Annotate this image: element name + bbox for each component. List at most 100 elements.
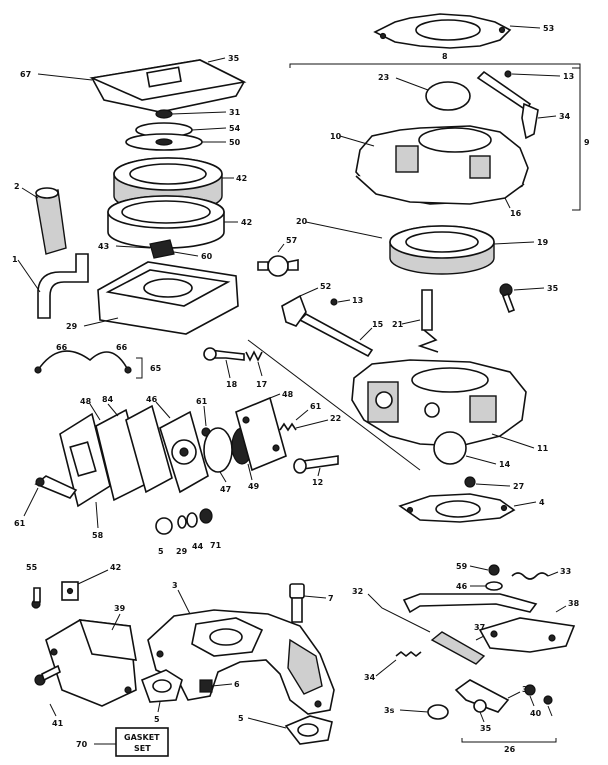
callout-61a: 61 — [196, 397, 208, 406]
spring-17 — [245, 350, 263, 362]
leader-17 — [257, 361, 263, 377]
leader-5c — [247, 717, 287, 729]
main-body-port — [424, 402, 440, 418]
manifold-port — [209, 628, 243, 646]
pump-cover-hole — [272, 444, 280, 452]
pump-gasket-48-window — [69, 441, 97, 477]
spring-61b — [279, 422, 297, 432]
leader-18 — [225, 359, 231, 379]
leader-47 — [219, 471, 227, 483]
callout-29b: 29 — [176, 547, 188, 556]
breather-tube-2 — [35, 189, 67, 255]
callout-12: 12 — [312, 478, 323, 487]
callout-23: 23 — [378, 73, 389, 82]
callout-55: 55 — [26, 563, 38, 572]
gasket-4-hole — [406, 506, 414, 514]
callout-4: 4 — [539, 498, 545, 507]
leader-13a — [511, 73, 561, 77]
leader-6 — [211, 683, 233, 687]
callout-46b: 46 — [456, 582, 468, 591]
pump-body-46-hole — [179, 447, 189, 457]
callout-67: 67 — [20, 70, 31, 79]
callout-2: 2 — [14, 182, 20, 191]
upper-body-boss — [469, 155, 491, 179]
governor-arm — [402, 593, 538, 614]
gasket-53-bolt-hole — [379, 32, 387, 40]
callout-8: 8 — [442, 52, 448, 61]
leader-29a — [83, 317, 119, 327]
gasket-53-bolt-hole — [498, 26, 506, 34]
callout-84: 84 — [102, 395, 114, 404]
callout-13b: 13 — [352, 296, 363, 305]
callout-37: 37 — [474, 623, 485, 632]
choke-lever — [521, 102, 539, 140]
callout-39: 39 — [114, 604, 126, 613]
spring-end — [34, 366, 42, 374]
leader-12 — [317, 467, 321, 477]
callout-42b: 42 — [241, 218, 252, 227]
callout-50: 50 — [229, 138, 241, 147]
callout-34a: 34 — [559, 112, 571, 121]
leader-41 — [49, 703, 57, 717]
leader-43 — [115, 245, 151, 249]
filter-element-42-inner — [129, 163, 207, 185]
manifold-bolt-hole — [314, 700, 322, 708]
callout-5c: 5 — [238, 714, 244, 723]
base-29-center — [143, 278, 193, 298]
mounting-bracket-face — [78, 619, 137, 661]
pump-cover-hole — [242, 416, 250, 424]
leader-35c — [547, 705, 553, 717]
leader-54 — [191, 127, 227, 131]
leader-15 — [359, 327, 373, 341]
leader-58 — [95, 501, 99, 529]
main-body-boss — [469, 395, 497, 423]
check-ball-5 — [155, 517, 173, 535]
callout-14: 14 — [499, 460, 511, 469]
vent-valve-57 — [267, 255, 289, 277]
screw-13b — [330, 298, 338, 306]
callout-42a: 42 — [236, 174, 247, 183]
seal-44 — [186, 512, 198, 528]
callout-3: 3 — [172, 581, 178, 590]
drain-screw-27 — [464, 476, 476, 488]
group-bracket-9 — [572, 67, 581, 211]
callout-44: 44 — [192, 542, 204, 551]
spring-3s — [427, 704, 449, 720]
callout-31: 31 — [229, 108, 241, 117]
callout-70: 70 — [76, 740, 88, 749]
leader-61c — [23, 487, 39, 517]
leader-52 — [299, 287, 319, 297]
leader-35a — [513, 287, 545, 291]
seat-71 — [199, 508, 213, 524]
bolt-7 — [289, 583, 305, 599]
callout-47: 47 — [220, 485, 231, 494]
callout-49: 49 — [248, 482, 260, 491]
callout-41: 41 — [52, 719, 64, 728]
bracket-hole — [124, 686, 132, 694]
plug-6 — [199, 679, 213, 693]
callout-59a: 59 — [456, 562, 468, 571]
leader-19 — [493, 241, 535, 245]
needle-21 — [421, 289, 433, 331]
callout-20: 20 — [296, 217, 308, 226]
callout-27: 27 — [513, 482, 524, 491]
callout-48a: 48 — [80, 397, 92, 406]
callout-54: 54 — [229, 124, 241, 133]
callout-35a: 35 — [547, 284, 559, 293]
leader-53 — [509, 25, 541, 29]
float-bowl-14 — [433, 431, 467, 465]
callout-33: 33 — [560, 567, 571, 576]
leader-61b — [295, 409, 309, 421]
leader-14 — [465, 455, 497, 465]
pre-cleaner-42-inner — [121, 200, 211, 224]
gasket-set-box — [115, 727, 169, 757]
main-body-port — [375, 391, 393, 409]
leader-5b — [157, 701, 161, 713]
screw-12-head — [293, 458, 307, 474]
callout-21: 21 — [392, 320, 404, 329]
callout-26: 26 — [504, 745, 516, 754]
callout-65: 65 — [150, 364, 162, 373]
leader-60 — [173, 251, 199, 257]
leader-42c — [77, 569, 109, 585]
choke-plate-23 — [425, 81, 471, 111]
